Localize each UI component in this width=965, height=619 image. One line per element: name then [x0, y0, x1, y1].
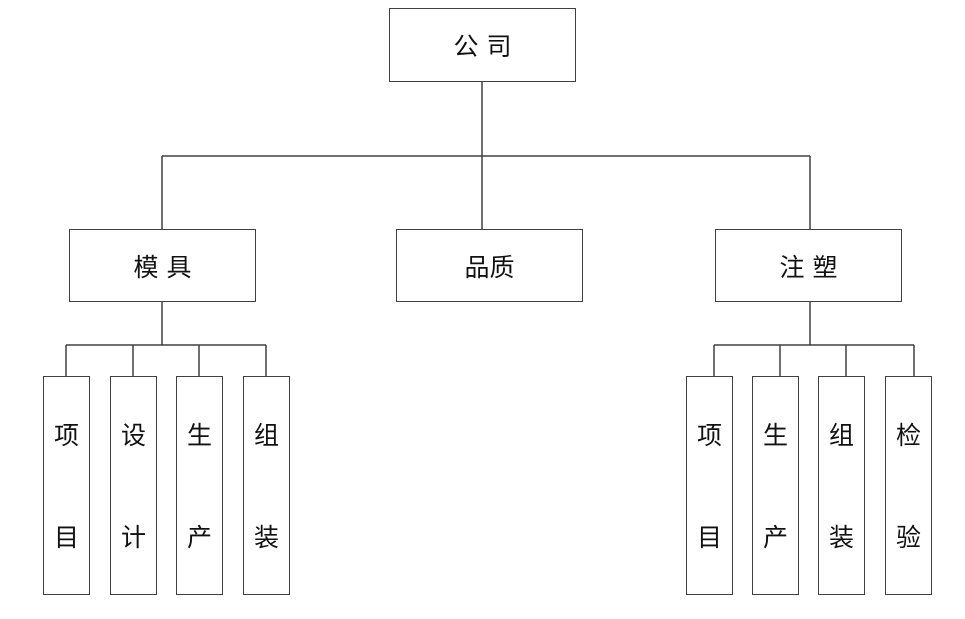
sub-unit-node: 生 产 — [176, 376, 223, 595]
sub-unit-label: 组 — [253, 421, 279, 450]
sub-unit-node: 组 装 — [243, 376, 290, 595]
department-label: 品质 — [464, 252, 515, 282]
sub-unit-label: 组 — [828, 421, 854, 450]
sub-unit-label: 设 — [120, 421, 146, 450]
sub-unit-label-char: 验 — [895, 523, 921, 552]
sub-unit-label-char: 目 — [53, 523, 79, 552]
sub-unit-node: 生 产 — [752, 376, 799, 595]
root-label: 公 司 — [453, 32, 512, 61]
sub-unit-label: 生 — [762, 421, 788, 450]
sub-unit-label-char: 装 — [828, 523, 854, 552]
sub-unit-node: 项 目 — [43, 376, 90, 595]
sub-unit-label-char: 装 — [253, 523, 279, 552]
sub-unit-label: 生 — [186, 421, 212, 450]
sub-unit-label-char: 产 — [186, 523, 212, 552]
sub-unit-label: 项 — [53, 421, 79, 450]
department-node-injection: 注 塑 — [715, 229, 902, 302]
sub-unit-node: 设 计 — [110, 376, 157, 595]
sub-unit-label: 项 — [696, 421, 722, 450]
root-node: 公 司 — [389, 8, 576, 82]
department-node-quality: 品质 — [396, 229, 583, 302]
sub-unit-label-char: 目 — [696, 523, 722, 552]
sub-unit-node: 项 目 — [686, 376, 733, 595]
department-node-mold: 模 具 — [69, 229, 256, 302]
sub-unit-label-char: 产 — [762, 523, 788, 552]
sub-unit-node: 检 验 — [885, 376, 932, 595]
department-label: 注 塑 — [779, 252, 838, 282]
sub-unit-label-char: 计 — [120, 523, 146, 552]
department-label: 模 具 — [133, 252, 192, 282]
sub-unit-node: 组 装 — [818, 376, 865, 595]
sub-unit-label: 检 — [895, 421, 921, 450]
